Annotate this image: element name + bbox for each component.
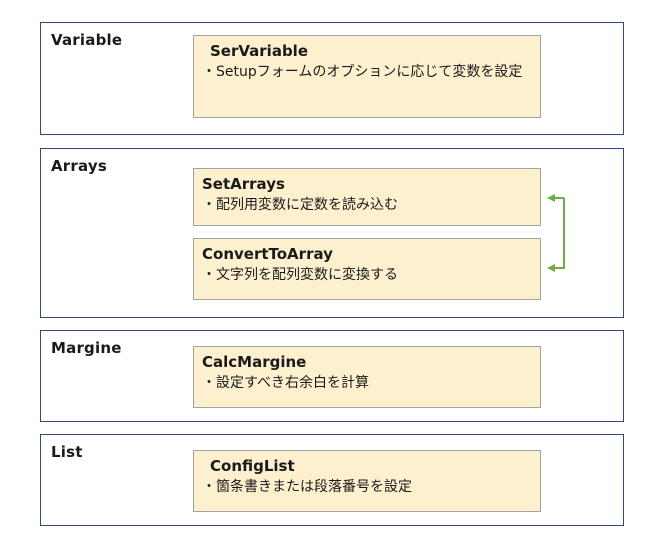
procedure-name: ConfigList — [210, 457, 295, 475]
procedure-description: ・設定すべき右余白を計算 — [202, 375, 370, 391]
procedure-servariable: SerVariable ・Setupフォームのオプションに応じて変数を設定 — [193, 35, 541, 118]
section-title-list: List — [51, 443, 83, 461]
procedure-description: ・配列用変数に定数を読み込む — [202, 197, 398, 213]
section-title-margine: Margine — [51, 339, 122, 357]
procedure-name: CalcMargine — [202, 353, 307, 371]
procedure-description: ・文字列を配列変数に変換する — [202, 267, 398, 283]
procedure-configlist: ConfigList ・箇条書きまたは段落番号を設定 — [193, 450, 541, 512]
procedure-name: ConvertToArray — [202, 245, 333, 263]
procedure-converttoarray: ConvertToArray ・文字列を配列変数に変換する — [193, 238, 541, 300]
procedure-name: SetArrays — [202, 175, 285, 193]
procedure-calcmargine: CalcMargine ・設定すべき右余白を計算 — [193, 346, 541, 408]
procedure-description: ・Setupフォームのオプションに応じて変数を設定 — [202, 64, 523, 80]
procedure-name: SerVariable — [210, 42, 308, 60]
procedure-description: ・箇条書きまたは段落番号を設定 — [202, 479, 412, 495]
procedure-setarrays: SetArrays ・配列用変数に定数を読み込む — [193, 168, 541, 226]
section-title-arrays: Arrays — [51, 157, 107, 175]
section-title-variable: Variable — [51, 31, 123, 49]
